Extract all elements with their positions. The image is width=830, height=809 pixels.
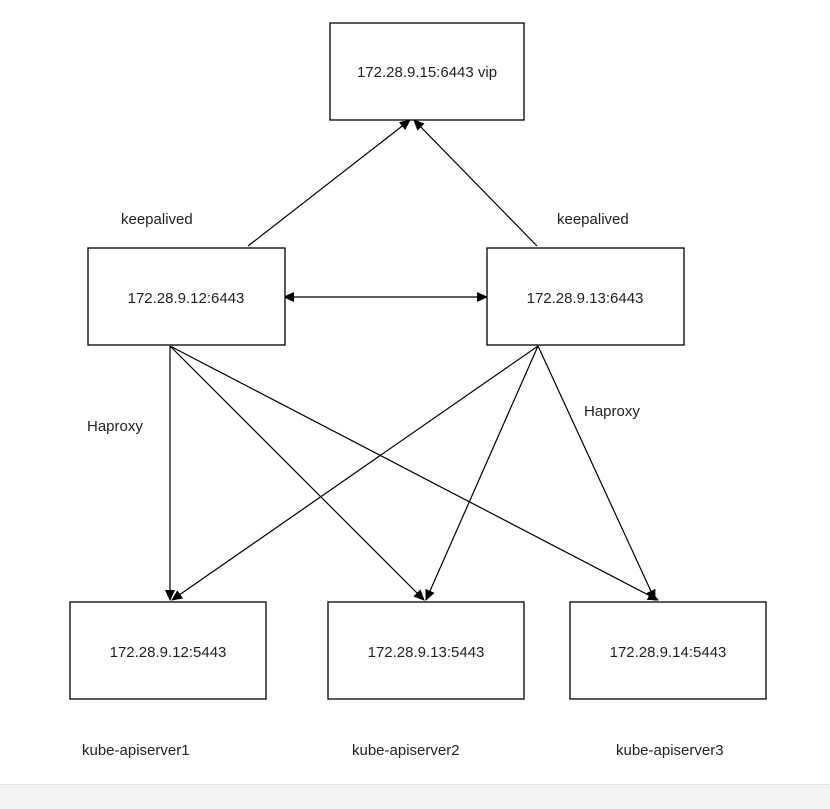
edge-lb2-to-api3 (537, 345, 656, 601)
apiserver2-label: kube-apiserver2 (352, 742, 460, 759)
api3-node-label: 172.28.9.14:5443 (610, 644, 727, 661)
bottom-divider-band (0, 784, 830, 809)
apiserver3-label: kube-apiserver3 (616, 742, 724, 759)
api1-node: 172.28.9.12:5443 (69, 601, 267, 700)
apiserver1-label: kube-apiserver1 (82, 742, 190, 759)
lb1-node: 172.28.9.12:6443 (87, 247, 286, 346)
lb1-node-label: 172.28.9.12:6443 (128, 290, 245, 307)
haproxy-right-label: Haproxy (584, 403, 640, 420)
edge-lb1-to-vip (247, 119, 411, 247)
edge-lb2-to-api2 (425, 345, 539, 601)
edge-lb2-to-vip (413, 119, 538, 247)
lb2-node-label: 172.28.9.13:6443 (527, 290, 644, 307)
api3-node: 172.28.9.14:5443 (569, 601, 767, 700)
vip-node: 172.28.9.15:6443 vip (329, 22, 525, 121)
api1-node-label: 172.28.9.12:5443 (110, 644, 227, 661)
keepalived-left-label: keepalived (121, 211, 193, 228)
vip-node-label: 172.28.9.15:6443 vip (357, 64, 497, 81)
edge-lb2-to-api1 (171, 345, 539, 601)
edge-lb1-to-api3 (169, 345, 659, 601)
api2-node: 172.28.9.13:5443 (327, 601, 525, 700)
api2-node-label: 172.28.9.13:5443 (368, 644, 485, 661)
haproxy-left-label: Haproxy (87, 418, 143, 435)
lb2-node: 172.28.9.13:6443 (486, 247, 685, 346)
keepalived-right-label: keepalived (557, 211, 629, 228)
edge-lb1-to-api2 (169, 345, 425, 601)
